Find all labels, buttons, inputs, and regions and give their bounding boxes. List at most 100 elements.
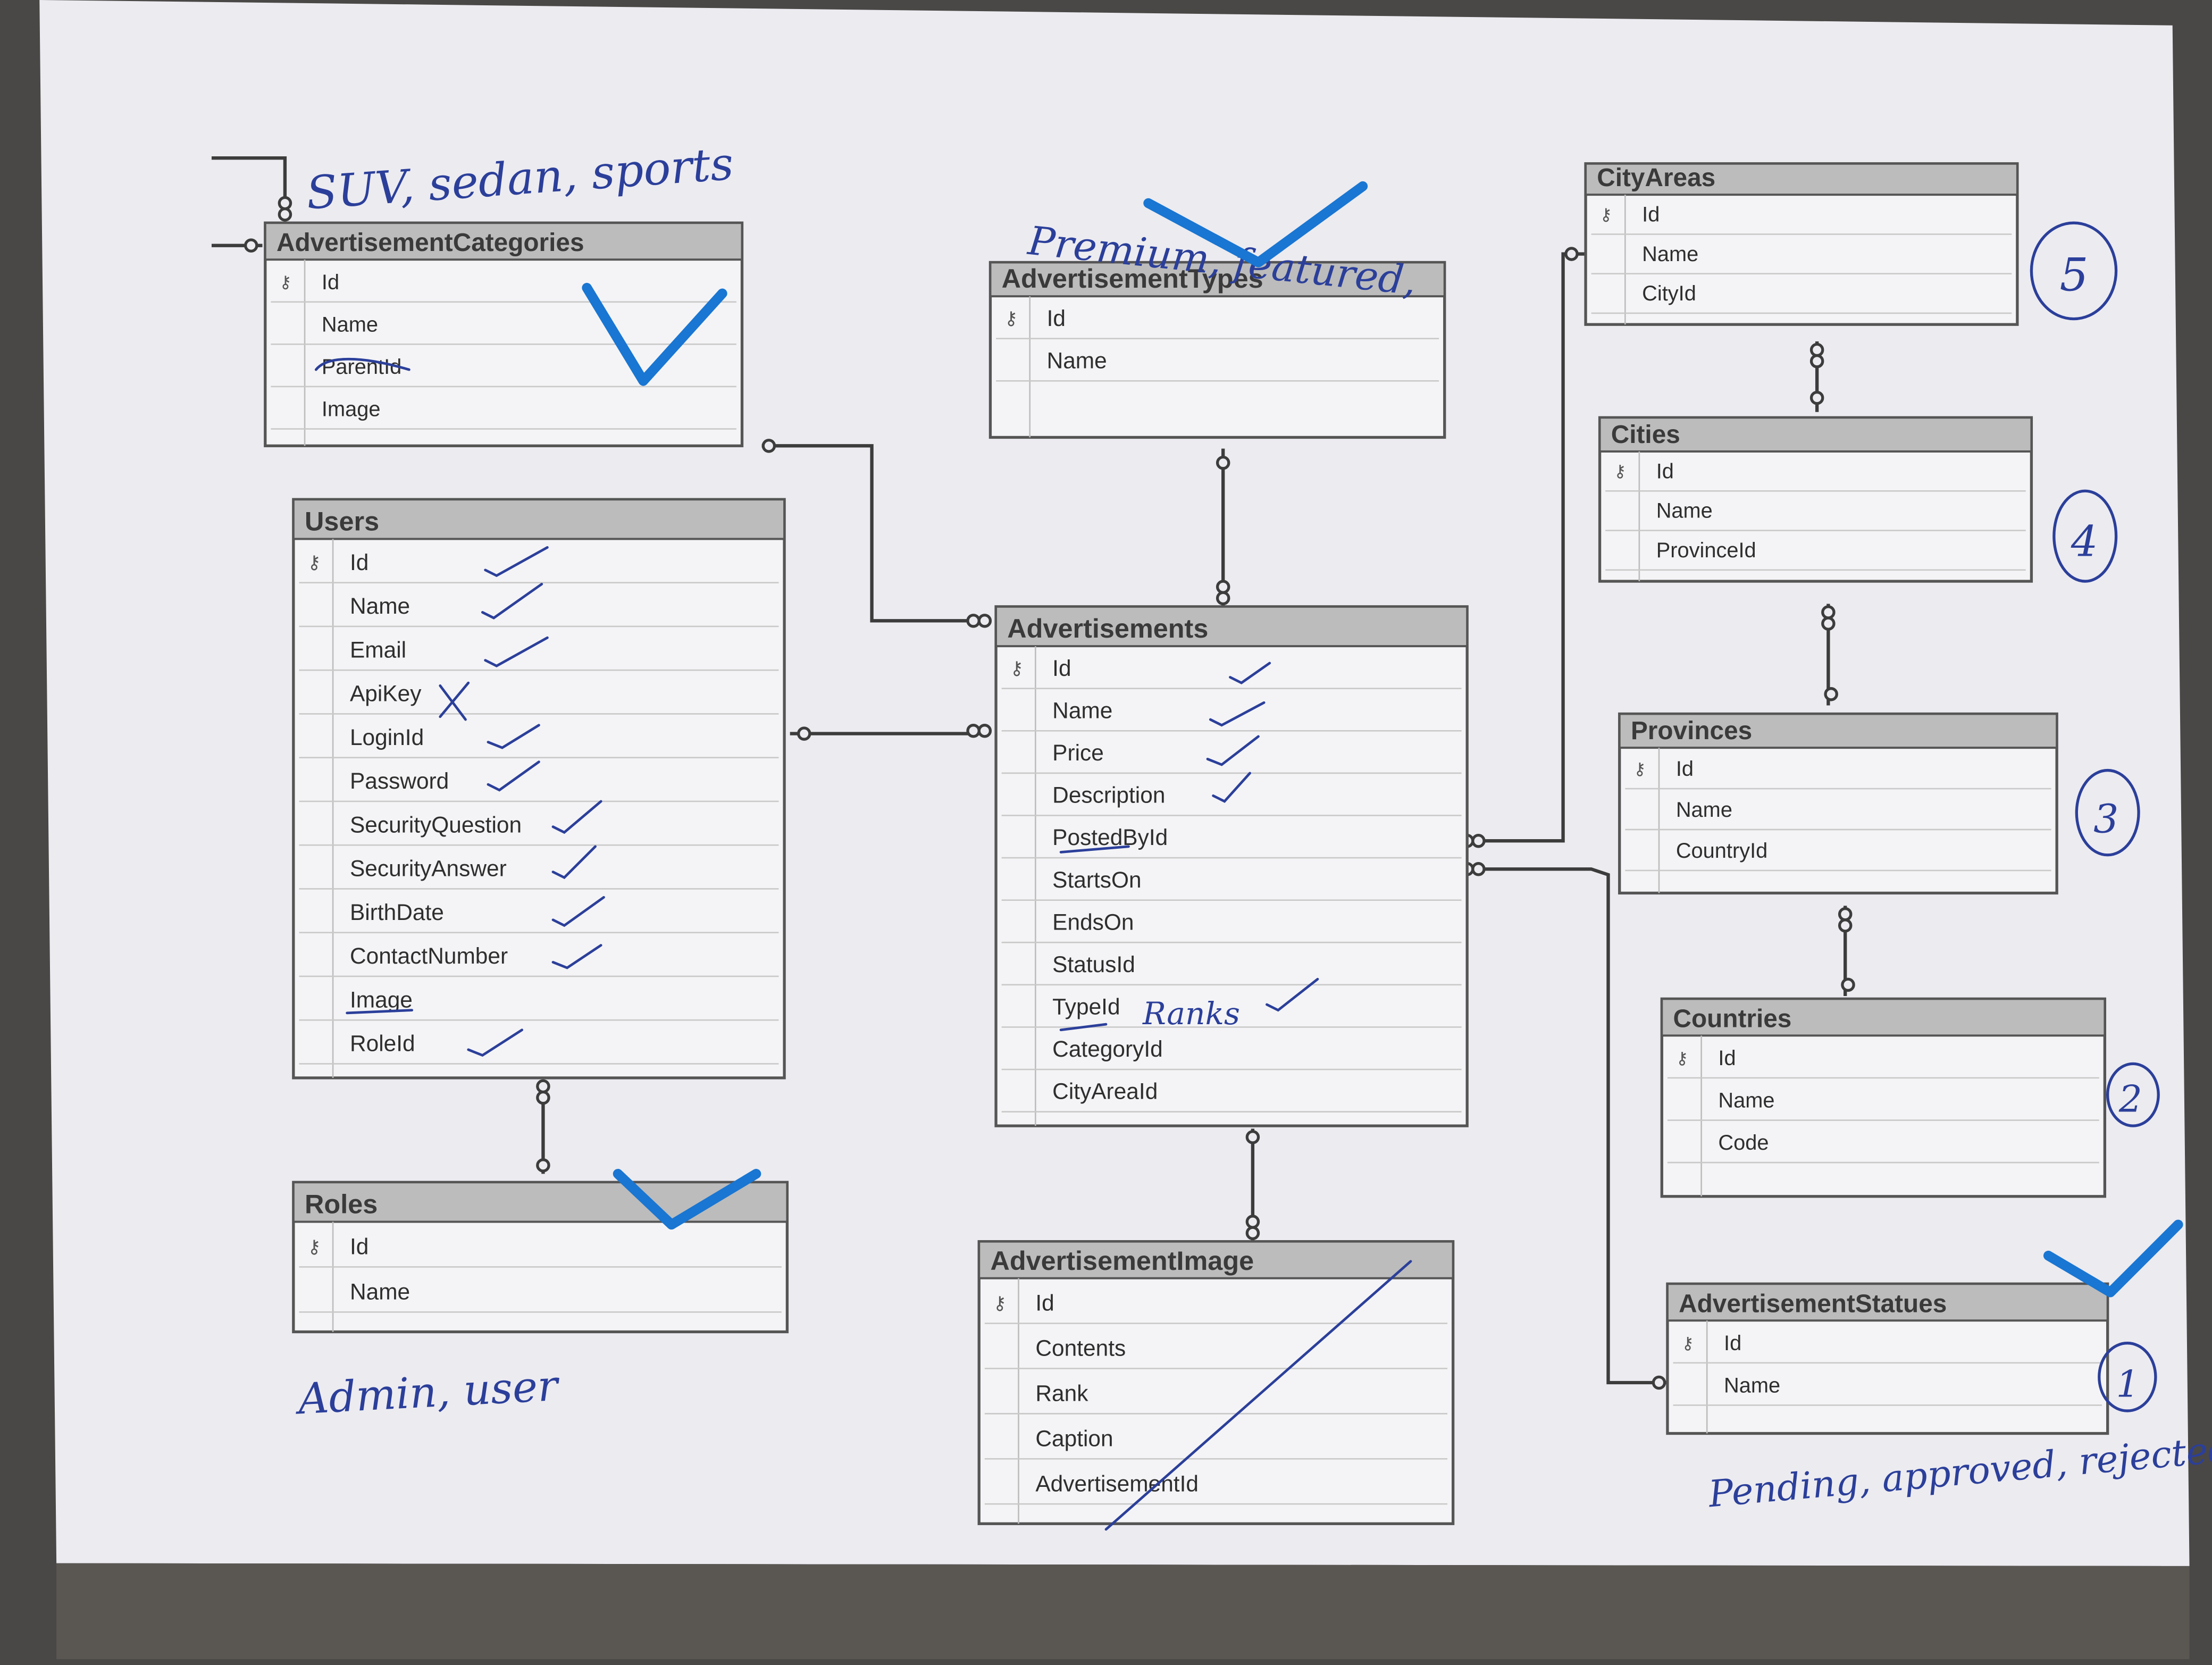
primary-key-icon: ⚷ <box>1681 1333 1694 1353</box>
column-name: StatusId <box>1052 952 1135 977</box>
relation-category-advertisement <box>761 444 988 623</box>
table-title: Cities <box>1611 421 1680 449</box>
type-rank-note: Ranks <box>1142 995 1240 1032</box>
column-name: ProvinceId <box>1656 539 1756 562</box>
column-name: Name <box>350 1279 410 1304</box>
column-name: Description <box>1052 783 1165 808</box>
connector-endpoints <box>244 196 1855 1390</box>
order-1-mark: 1 <box>2098 1342 2157 1412</box>
table-header-bar <box>989 261 1446 298</box>
column-name: Name <box>1718 1089 1774 1112</box>
primary-key-icon: ⚷ <box>1614 461 1626 481</box>
roles-approved-check <box>613 1169 761 1230</box>
column-name: Id <box>322 271 339 294</box>
column-name: Name <box>1047 348 1107 373</box>
table-frame <box>292 498 786 1080</box>
column-name: RoleId <box>350 1031 415 1056</box>
column-name: Email <box>350 637 406 662</box>
column-name: SecurityQuestion <box>350 812 522 837</box>
column-name: StartsOn <box>1052 867 1141 892</box>
table-frame <box>977 1240 1455 1525</box>
table-advertisements: Advertisements⚷IdNamePriceDescriptionPos… <box>994 605 1469 1127</box>
svg-text:2: 2 <box>2118 1078 2142 1121</box>
column-name: Name <box>1724 1374 1780 1398</box>
order-2-mark: 2 <box>2106 1062 2160 1127</box>
order-4-mark: 4 <box>2052 489 2118 583</box>
marker-check-marks <box>582 181 2183 1298</box>
primary-key-icon: ⚷ <box>307 552 321 573</box>
table-header-bar <box>1598 416 2033 453</box>
column-name: AdvertisementId <box>1035 1471 1199 1496</box>
column-name: Caption <box>1035 1426 1113 1451</box>
column-name: Password <box>350 768 449 793</box>
column-name: ApiKey <box>350 681 422 706</box>
column-name: Id <box>350 550 368 575</box>
table-advertisement-categories: AdvertisementCategories⚷IdNameParentIdIm… <box>264 221 744 448</box>
column-name: ContactNumber <box>350 943 508 968</box>
table-frame <box>994 605 1469 1127</box>
table-title: CityAreas <box>1597 164 1715 192</box>
svg-text:1: 1 <box>2116 1363 2140 1406</box>
column-name: CountryId <box>1676 839 1767 863</box>
column-name: Id <box>1642 203 1660 227</box>
table-header-bar <box>1585 162 2018 196</box>
column-name: Name <box>1052 698 1112 723</box>
primary-key-icon: ⚷ <box>1676 1048 1688 1068</box>
column-name: Id <box>1035 1291 1054 1316</box>
pen-check-marks <box>314 357 1412 1531</box>
table-header-bar <box>1661 998 2106 1037</box>
statues-approved-check <box>2043 1219 2183 1298</box>
primary-key-icon: ⚷ <box>1010 658 1024 679</box>
table-header-bar <box>1666 1283 2109 1322</box>
primary-key-icon: ⚷ <box>1600 204 1612 224</box>
column-name: Name <box>1656 499 1713 523</box>
table-title: Provinces <box>1631 717 1752 745</box>
table-title: AdvertisementStatues <box>1679 1290 1947 1318</box>
column-name: Name <box>1676 798 1732 822</box>
primary-key-icon: ⚷ <box>307 1236 321 1258</box>
table-title: AdvertisementTypes <box>1002 263 1263 294</box>
svg-text:4: 4 <box>2071 516 2098 566</box>
column-name: Code <box>1718 1131 1769 1154</box>
column-name: PostedById <box>1052 825 1168 850</box>
table-title: Countries <box>1673 1005 1792 1033</box>
column-name: Image <box>350 987 413 1012</box>
column-name: Price <box>1052 740 1104 765</box>
table-title: AdvertisementImage <box>990 1245 1254 1276</box>
column-name: CategoryId <box>1052 1036 1163 1061</box>
column-name: Id <box>1718 1047 1736 1070</box>
order-3-mark: 3 <box>2075 768 2140 857</box>
column-name: Id <box>1724 1332 1741 1355</box>
column-name: BirthDate <box>350 900 444 925</box>
column-name: Id <box>1676 757 1694 781</box>
primary-key-icon: ⚷ <box>993 1293 1007 1314</box>
svg-text:3: 3 <box>2093 796 2118 842</box>
column-name: SecurityAnswer <box>350 856 507 881</box>
column-name: EndsOn <box>1052 909 1134 934</box>
column-name: TypeId <box>1052 994 1120 1019</box>
primary-key-icon: ⚷ <box>1004 308 1018 329</box>
table-header-bar <box>292 498 786 540</box>
table-header-bar <box>978 1240 1454 1279</box>
tables-layer: AdvertisementCategories⚷IdNameParentIdIm… <box>264 162 2109 1525</box>
relation-category-self <box>211 156 287 212</box>
column-name: CityId <box>1642 282 1696 305</box>
primary-key-icon: ⚷ <box>1633 759 1646 779</box>
column-name: Name <box>322 313 378 336</box>
category-approved-check <box>582 282 727 386</box>
order-5-mark: 5 <box>2030 221 2118 321</box>
table-header-bar <box>1618 713 2058 749</box>
relation-advertisement-status <box>1467 867 1671 1385</box>
column-name: Id <box>350 1234 368 1259</box>
column-name: Name <box>350 593 410 618</box>
table-title: Advertisements <box>1007 613 1208 643</box>
table-title: Users <box>305 506 379 537</box>
column-name: LoginId <box>350 725 424 750</box>
